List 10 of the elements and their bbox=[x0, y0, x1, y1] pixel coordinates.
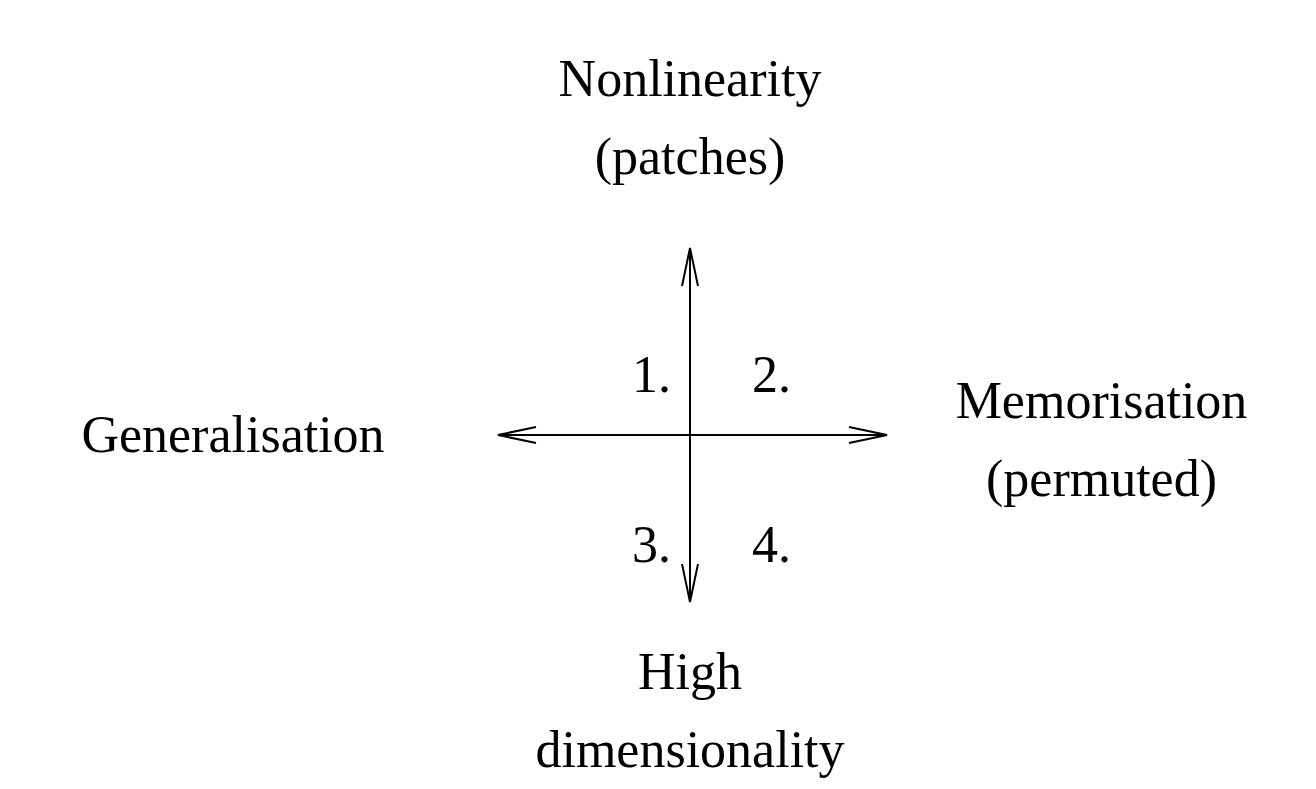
axis-end-label: Memorisation (permuted) bbox=[954, 371, 1249, 509]
axis-end-label: High dimensionality bbox=[534, 642, 846, 780]
double-arrow bbox=[681, 247, 699, 603]
quadrant-number: 4. bbox=[752, 515, 791, 575]
axis-end-label: Generalisation bbox=[80, 405, 386, 465]
quadrant-number: 1. bbox=[632, 345, 671, 405]
quadrant-number: 3. bbox=[632, 515, 671, 575]
double-arrow bbox=[497, 426, 888, 444]
axis-end-label: Nonlinearity (patches) bbox=[557, 49, 823, 187]
quadrant-number: 2. bbox=[752, 345, 791, 405]
